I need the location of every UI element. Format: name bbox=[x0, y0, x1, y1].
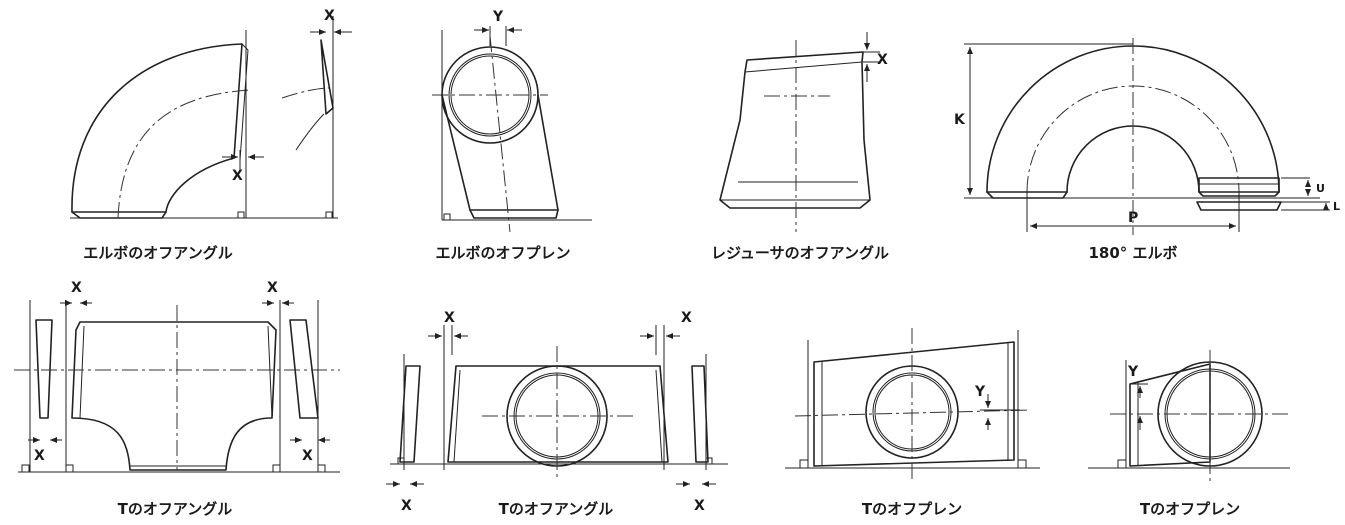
figure-tee-off-angle-1 bbox=[14, 300, 340, 473]
fig3-x-label: X bbox=[877, 52, 888, 68]
fig5-x-label-3: X bbox=[34, 448, 45, 464]
figure-elbow-off-angle bbox=[70, 16, 352, 219]
caption-elbow-off-angle: エルボのオフアングル bbox=[83, 244, 232, 262]
fig1-x-label-top: X bbox=[324, 8, 335, 24]
caption-180-elbow: 180° エルボ bbox=[1088, 244, 1177, 262]
figure-tee-off-plane-2 bbox=[1088, 350, 1290, 482]
fig4-u-label: U bbox=[1316, 182, 1325, 195]
fig6-x-label-4: X bbox=[694, 498, 705, 514]
caption-tee-off-plane-2: Tのオフプレン bbox=[1140, 500, 1240, 518]
fig5-x-label-1: X bbox=[71, 280, 82, 296]
fig4-p-label: P bbox=[1128, 210, 1138, 226]
fig5-x-label-4: X bbox=[302, 448, 313, 464]
caption-tee-off-angle-1: Tのオフアングル bbox=[118, 500, 233, 518]
fig8-y-label: Y bbox=[1127, 364, 1139, 380]
fig5-x-label-2: X bbox=[267, 280, 278, 296]
figure-reducer-off-angle bbox=[719, 32, 880, 232]
fig2-y-label: Y bbox=[492, 9, 504, 25]
fig6-x-label-2: X bbox=[681, 310, 692, 326]
caption-reducer-off-angle: レジューサのオフアングル bbox=[711, 244, 889, 262]
figure-tee-off-plane-1 bbox=[785, 328, 1040, 482]
figure-180-elbow bbox=[964, 38, 1330, 235]
fig7-y-label: Y bbox=[974, 384, 986, 400]
caption-elbow-off-plane: エルボのオフプレン bbox=[435, 244, 570, 262]
fig1-x-label-bottom: X bbox=[232, 168, 243, 184]
fig6-x-label-3: X bbox=[401, 498, 412, 514]
caption-tee-off-angle-2: Tのオフアングル bbox=[499, 500, 614, 518]
fig6-x-label-1: X bbox=[444, 310, 455, 326]
fig4-l-label: L bbox=[1333, 200, 1340, 213]
figure-elbow-off-plane bbox=[432, 26, 592, 233]
caption-tee-off-plane-1: Tのオフプレン bbox=[862, 500, 962, 518]
figure-tee-off-angle-2 bbox=[386, 325, 728, 487]
fig4-k-label: K bbox=[954, 112, 966, 128]
